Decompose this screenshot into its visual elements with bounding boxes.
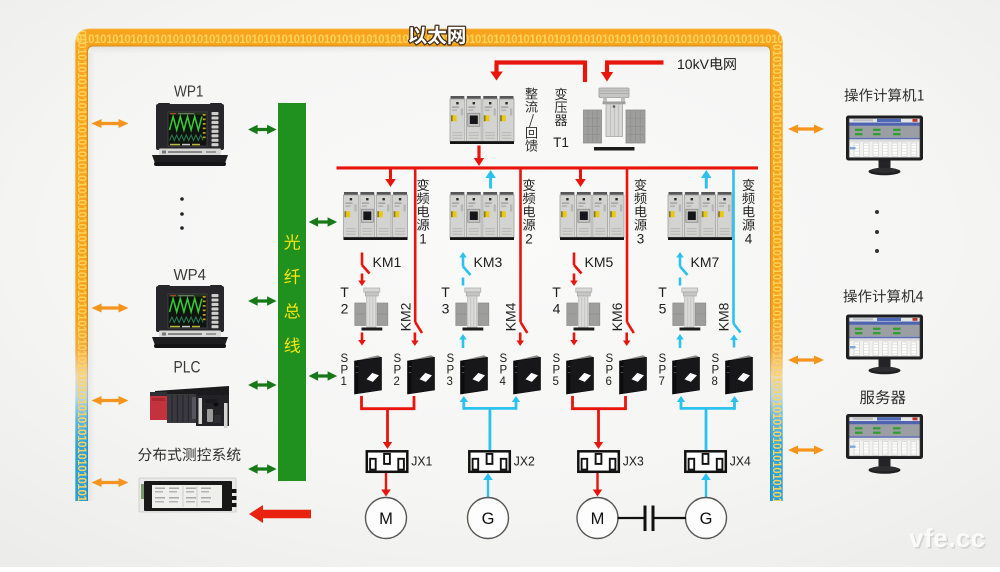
svg-text:KM8: KM8 bbox=[716, 302, 732, 331]
svg-text:5: 5 bbox=[659, 301, 667, 317]
svg-text:2: 2 bbox=[394, 376, 400, 388]
svg-text:JX1: JX1 bbox=[411, 454, 432, 469]
svg-text:P: P bbox=[447, 365, 455, 377]
svg-text:010101010101010101010101010101: 0101010101010101010101010101010101010101… bbox=[770, 44, 782, 553]
svg-text:010101010101010101010101010101: 0101010101010101010101010101010101010101… bbox=[75, 30, 87, 551]
svg-text:4: 4 bbox=[500, 376, 507, 388]
svg-text:KM7: KM7 bbox=[691, 254, 720, 270]
svg-text:vfe.cc: vfe.cc bbox=[909, 523, 986, 553]
svg-text:T: T bbox=[552, 284, 561, 300]
svg-text:S: S bbox=[500, 353, 508, 365]
svg-text:JX4: JX4 bbox=[730, 454, 751, 469]
svg-text:T: T bbox=[340, 284, 349, 300]
svg-text:KM2: KM2 bbox=[397, 302, 413, 331]
svg-text:8: 8 bbox=[712, 376, 718, 388]
svg-text:G: G bbox=[700, 510, 713, 528]
svg-text:KM3: KM3 bbox=[474, 254, 503, 270]
svg-text:PLC: PLC bbox=[174, 359, 201, 377]
svg-text:JX2: JX2 bbox=[514, 454, 535, 469]
svg-text:S: S bbox=[447, 353, 455, 365]
svg-text:S: S bbox=[659, 353, 667, 365]
svg-text:S: S bbox=[394, 353, 402, 365]
svg-text:3: 3 bbox=[447, 376, 453, 388]
svg-text:S: S bbox=[606, 353, 614, 365]
svg-text:JX3: JX3 bbox=[623, 454, 644, 469]
svg-text:1: 1 bbox=[419, 232, 427, 247]
svg-text:S: S bbox=[712, 353, 720, 365]
svg-text:KM4: KM4 bbox=[503, 302, 519, 331]
svg-text:vfe.cc: vfe.cc bbox=[911, 525, 988, 555]
svg-text:S: S bbox=[341, 353, 349, 365]
svg-text:P: P bbox=[712, 365, 720, 377]
svg-text:WP1: WP1 bbox=[174, 84, 204, 101]
svg-text:KM1: KM1 bbox=[373, 254, 402, 270]
svg-text:P: P bbox=[394, 365, 402, 377]
svg-text:2: 2 bbox=[341, 301, 349, 317]
svg-text:1: 1 bbox=[341, 376, 347, 388]
svg-text:P: P bbox=[500, 365, 508, 377]
svg-text:5: 5 bbox=[553, 376, 559, 388]
svg-text:3: 3 bbox=[637, 232, 645, 247]
svg-text:4: 4 bbox=[745, 232, 753, 247]
svg-text:KM6: KM6 bbox=[609, 302, 625, 331]
svg-text:P: P bbox=[659, 365, 667, 377]
svg-text:S: S bbox=[553, 353, 561, 365]
svg-text:10kV: 10kV bbox=[677, 56, 710, 72]
svg-text:7: 7 bbox=[659, 376, 665, 388]
svg-text:T1: T1 bbox=[553, 135, 569, 150]
svg-text:6: 6 bbox=[606, 376, 612, 388]
svg-text:G: G bbox=[482, 510, 495, 528]
svg-text:P: P bbox=[341, 365, 349, 377]
svg-text:KM5: KM5 bbox=[585, 254, 614, 270]
svg-text:M: M bbox=[379, 510, 393, 528]
svg-text:WP4: WP4 bbox=[174, 267, 207, 284]
svg-text:2: 2 bbox=[525, 232, 533, 247]
svg-text:3: 3 bbox=[442, 301, 450, 317]
svg-text:P: P bbox=[606, 365, 614, 377]
svg-text:4: 4 bbox=[553, 301, 561, 317]
svg-text:P: P bbox=[553, 365, 561, 377]
svg-text:T: T bbox=[441, 284, 450, 300]
svg-text:T: T bbox=[658, 284, 667, 300]
svg-text:M: M bbox=[591, 510, 605, 528]
